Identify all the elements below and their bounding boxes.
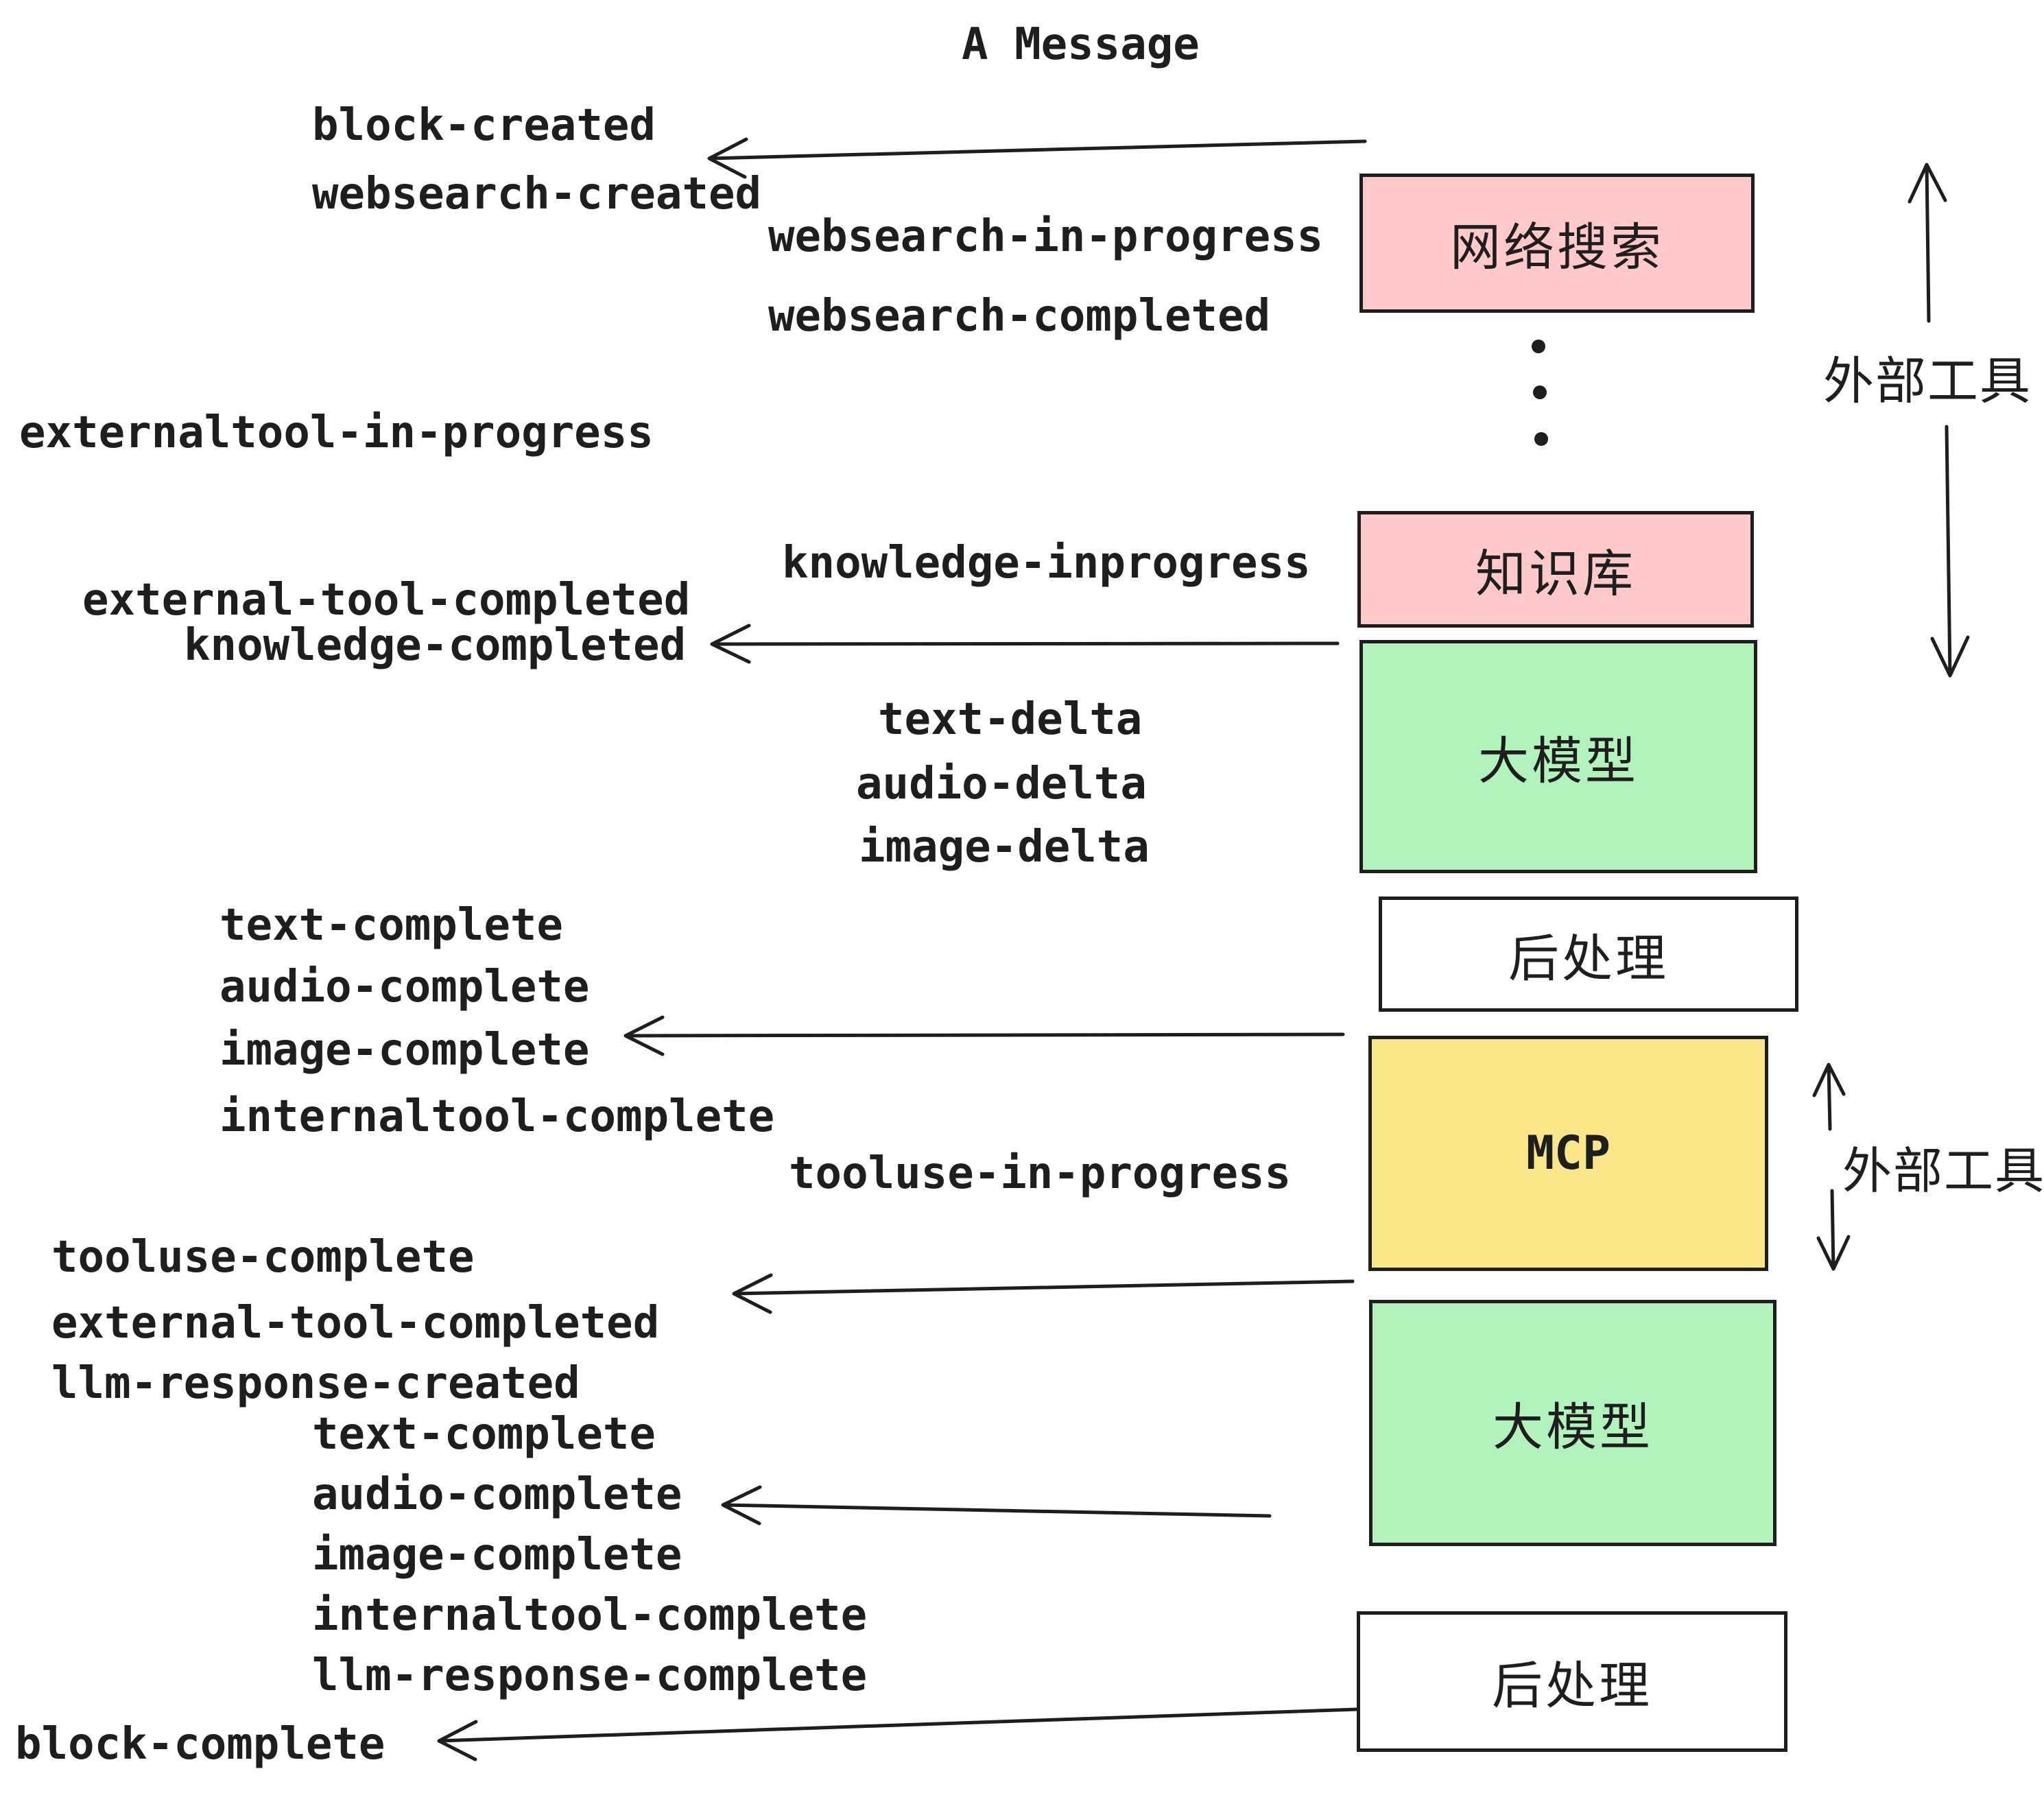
event-internaltool-complete-2: internaltool-complete [312,1590,868,1641]
box-websearch: 网络搜索 [1359,174,1755,313]
box-llm-top: 大模型 [1359,640,1757,873]
event-text-complete-2: text-complete [312,1409,656,1460]
box-post-processing-top: 后处理 [1379,897,1798,1012]
event-websearch-in-progress: websearch-in-progress [768,211,1324,262]
box-post-processing-bottom: 后处理 [1357,1611,1787,1752]
arrow-to-tooluse-complete [732,1273,1355,1314]
event-external-tool-completed-2: external-tool-completed [51,1298,660,1349]
box-websearch-label: 网络搜索 [1450,218,1664,277]
side-label-external-tools-top: 外部工具 [1823,352,2032,411]
event-tooluse-in-progress: tooluse-in-progress [789,1148,1292,1199]
box-llm-bottom-label: 大模型 [1493,1398,1653,1457]
arrow-to-block-created [707,137,1367,179]
event-websearch-created: websearch-created [312,169,762,219]
event-llm-response-created: llm-response-created [51,1358,580,1409]
event-websearch-completed: websearch-completed [768,291,1271,342]
event-externaltool-in-progress: externaltool-in-progress [19,407,654,458]
event-block-complete: block-complete [15,1719,385,1770]
arrow-to-knowledge-completed [710,624,1340,664]
event-llm-response-complete: llm-response-complete [312,1650,868,1701]
event-audio-complete-2: audio-complete [312,1469,682,1520]
box-mcp-label: MCP [1526,1126,1611,1180]
box-post-top-label: 后处理 [1508,929,1669,988]
box-post-bottom-label: 后处理 [1492,1657,1652,1716]
arrow-to-image-complete [623,1015,1345,1056]
external-tools-down-arrow [1930,425,1970,678]
event-text-complete-1: text-complete [219,900,563,951]
diagram-title: A Message [962,19,1200,70]
external-tools-down-arrow-2 [1816,1189,1851,1271]
box-llm-top-label: 大模型 [1478,731,1639,791]
box-llm-bottom: 大模型 [1369,1300,1776,1546]
event-text-delta-1: text-delta [878,694,1143,745]
event-internaltool-complete-1: internaltool-complete [219,1091,775,1142]
event-image-delta-1: image-delta [859,822,1150,873]
box-knowledge-base: 知识库 [1357,511,1754,628]
box-knowledge-label: 知识库 [1475,544,1636,604]
event-image-complete-1: image-complete [219,1025,590,1076]
arrow-to-audio-complete [721,1485,1272,1526]
arrow-to-block-complete [437,1707,1359,1761]
event-knowledge-inprogress: knowledge-inprogress [782,538,1311,589]
event-block-created: block-created [312,100,656,151]
event-external-tool-completed-1: external-tool-completed [82,575,691,626]
event-knowledge-completed: knowledge-completed [184,620,687,671]
side-label-external-tools-bottom: 外部工具 [1842,1142,2044,1200]
event-tooluse-complete: tooluse-complete [51,1232,475,1283]
ellipsis-dots-icon [1532,340,1548,446]
event-audio-complete-1: audio-complete [219,962,590,1012]
event-image-complete-2: image-complete [312,1530,682,1580]
external-tools-up-arrow [1908,163,1947,323]
box-mcp: MCP [1368,1036,1768,1271]
external-tools-up-arrow-2 [1812,1063,1846,1131]
event-audio-delta-1: audio-delta [856,759,1147,809]
